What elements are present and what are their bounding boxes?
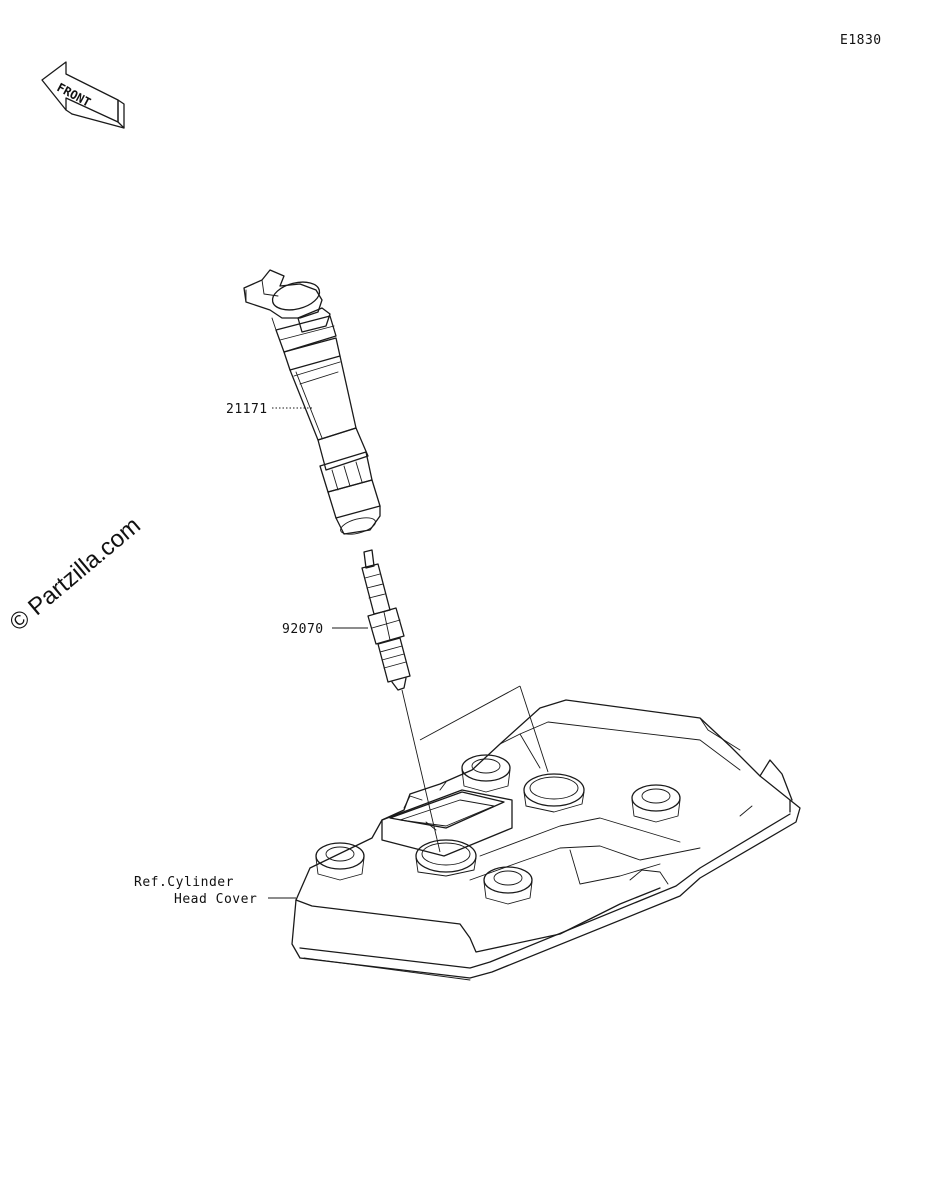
ignition-coil-part[interactable] [243,269,381,537]
bolt-boss-4 [631,784,681,823]
ref-label-line2: Head Cover [174,892,257,907]
cylinder-head-cover [291,699,801,981]
callout-21171: 21171 [226,402,268,417]
callout-92070: 92070 [282,622,324,637]
bolt-boss-3 [461,754,511,793]
bolt-boss-1 [315,842,365,881]
plug-hole-rear [523,773,585,813]
spark-plug-part[interactable] [361,549,411,691]
plug-hole-front [415,839,477,877]
diagram-code: E1830 [840,33,882,48]
watermark: © Partzilla.com [5,512,146,637]
front-arrow-icon: FRONT [41,61,125,129]
ref-label-line1: Ref.Cylinder [134,875,234,890]
bolt-boss-2 [483,866,533,905]
